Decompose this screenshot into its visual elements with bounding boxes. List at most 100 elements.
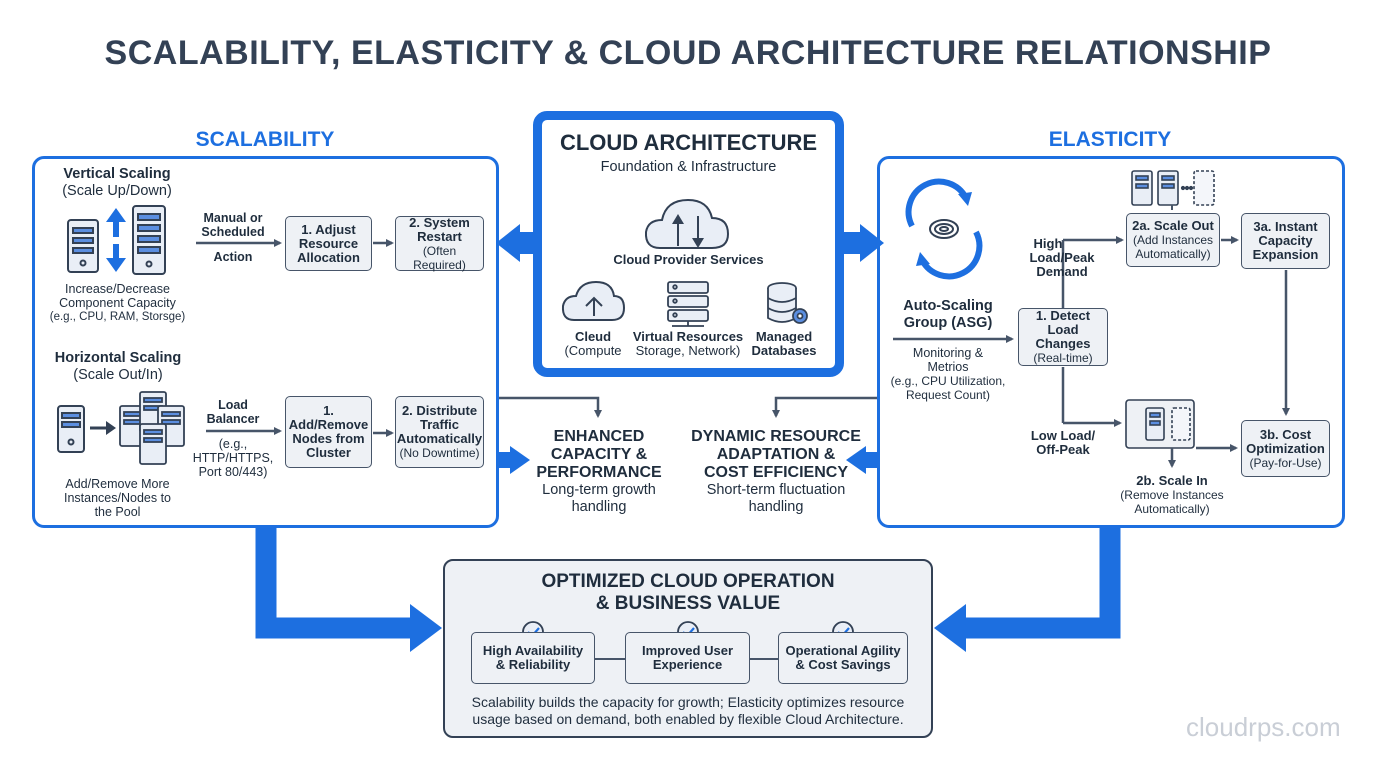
cloud-architecture-heading: CLOUD ARCHITECTURE [559, 130, 818, 155]
vertical-desc-2: Component Capacity [59, 296, 176, 310]
scalability-heading: SCALABILITY [195, 128, 335, 151]
manual-action-3: Action [213, 250, 253, 264]
server-cluster-icon [119, 391, 185, 465]
manual-action-1: Manual or [203, 211, 263, 225]
horizontal-scaling-subtitle: (Scale Out/In) [73, 367, 163, 383]
horizontal-desc-1: Add/Remove More [65, 477, 170, 491]
box-line: 3b. Cost [1259, 426, 1312, 442]
vertical-scaling-title: Vertical Scaling [63, 166, 171, 182]
scale-in-servers-icon [1125, 399, 1195, 449]
monitoring-3: (e.g., CPU Utilization, [890, 374, 1006, 388]
middle-line: CAPACITY & [550, 446, 648, 463]
manual-action-2: Scheduled [201, 225, 265, 239]
box-line: (No Downtime) [399, 446, 480, 460]
auto-scaling-icon [905, 178, 983, 280]
scale-out-box: 2a. Scale Out (Add Instances Automatical… [1126, 213, 1220, 267]
scalability-to-value-arrow [255, 528, 442, 652]
high-load-2: Load/Peak [1029, 250, 1095, 265]
cost-optimization-box: 3b. Cost Optimization (Pay-for-Use) [1241, 420, 1330, 477]
box-line: Capacity [1258, 233, 1313, 248]
box-line: 2b. Scale In [1136, 473, 1208, 488]
scale-in-label: 2b. Scale In (Remove Instances Automatic… [1110, 473, 1234, 517]
system-restart-box: 2. System Restart (Often Required) [395, 214, 484, 272]
vertical-desc-1: Increase/Decrease [65, 282, 170, 296]
high-load-1: High [1033, 236, 1063, 251]
load-balancer-4: HTTP/HTTPS, [192, 451, 274, 465]
cloud-architecture-subtitle: Foundation & Infrastructure [600, 159, 777, 175]
vertical-scaling-subtitle: (Scale Up/Down) [62, 183, 172, 199]
box-line: Restart [417, 228, 462, 244]
horizontal-scaling-title: Horizontal Scaling [54, 350, 182, 366]
box-line: Resource [298, 235, 359, 251]
middle-line: ADAPTATION & [716, 446, 836, 463]
box-line: (Pay-for-Use) [1249, 455, 1322, 470]
value-line: Operational Agility [785, 643, 901, 658]
elasticity-to-value-arrow [934, 528, 1121, 652]
detect-load-changes-box: 1. Detect Load Changes (Real-time) [1018, 308, 1108, 366]
enhanced-capacity-block: ENHANCED CAPACITY & PERFORMANCE Long-ter… [520, 428, 678, 516]
value-line: & Reliability [495, 657, 571, 672]
box-line: 2. Distribute [401, 403, 478, 418]
box-line: Automatically [396, 431, 483, 446]
scale-out-servers-icon [1131, 170, 1215, 210]
box-line: 2. System [409, 214, 470, 230]
box-line: (Real-time) [1033, 351, 1093, 365]
load-balancer-3: (e.g., [218, 437, 248, 451]
box-line: Nodes from [292, 431, 365, 446]
watermark: cloudrps.com [1186, 712, 1341, 742]
middle-line: COST EFFICIENCY [703, 464, 848, 481]
heading-line: OPTIMIZED CLOUD OPERATION [541, 571, 835, 592]
middle-sub: handling [748, 499, 804, 515]
monitoring-2: Metrios [927, 360, 969, 374]
arrow-right-icon [90, 421, 116, 435]
box-line: Automatically) [1135, 247, 1211, 261]
dynamic-resource-block: DYNAMIC RESOURCE ADAPTATION & COST EFFIC… [688, 428, 864, 516]
box-line: Load Changes [1035, 322, 1091, 351]
value-line: High Availability [482, 643, 584, 658]
box-line: 1. [323, 403, 334, 418]
value-operational-agility: Operational Agility & Cost Savings [778, 632, 908, 684]
cloud-item-virtual-resources: Virtual Resources Storage, Network) [632, 330, 744, 358]
box-line: Traffic [419, 417, 459, 432]
scalability-to-middle-arrow [499, 446, 530, 474]
asg-label-1: Auto-Scaling [903, 298, 993, 314]
vertical-desc-3: (e.g., CPU, RAM, Storsge) [49, 311, 186, 323]
value-high-availability: High Availability & Reliability [471, 632, 595, 684]
cloud-item-compute: Cleud (Compute [555, 330, 631, 358]
middle-line: PERFORMANCE [536, 464, 662, 481]
middle-sub: Long-term growth [542, 482, 656, 498]
summary-text: Scalability builds the capacity for grow… [450, 694, 926, 728]
item-sublabel: (Compute [564, 343, 622, 358]
instant-capacity-box: 3a. Instant Capacity Expansion [1241, 213, 1330, 269]
box-line: 3a. Instant [1253, 219, 1318, 234]
value-line: Experience [652, 657, 723, 672]
box-line: Automatically) [1134, 502, 1210, 516]
box-line: 1. Detect [1035, 308, 1091, 323]
load-balancer-1: Load [218, 398, 248, 412]
value-user-experience: Improved User Experience [625, 632, 750, 684]
item-sublabel: Databases [751, 343, 817, 358]
virtual-servers-icon [667, 281, 709, 327]
single-server-icon [57, 405, 85, 453]
elasticity-to-middle-arrow [846, 446, 878, 474]
item-sublabel: Storage, Network) [635, 343, 741, 358]
cloud-provider-services: Cloud Provider Services [613, 252, 764, 267]
low-load-1: Low Load/ [1030, 428, 1096, 443]
cloud-to-elasticity-arrow [838, 224, 884, 262]
middle-line: ENHANCED [553, 428, 645, 445]
horizontal-desc-2: Instances/Nodes to [63, 491, 171, 505]
item-label: Managed [755, 329, 813, 344]
page-title: SCALABILITY, ELASTICITY & CLOUD ARCHITEC… [104, 34, 1272, 72]
box-line: 1. Adjust [301, 221, 356, 237]
scalability-connector [499, 396, 602, 418]
summary-line: Scalability builds the capacity for grow… [471, 694, 905, 710]
distribute-traffic-box: 2. Distribute Traffic Automatically (No … [395, 396, 484, 468]
server-small-icon [67, 219, 99, 273]
item-label: Virtual Resources [632, 329, 744, 344]
box-line: Add/Remove [288, 417, 369, 432]
server-large-icon [132, 205, 166, 275]
value-line: Improved User [641, 643, 734, 658]
adjust-resource-box: 1. Adjust Resource Allocation [285, 216, 372, 271]
box-line: Allocation [297, 249, 360, 265]
